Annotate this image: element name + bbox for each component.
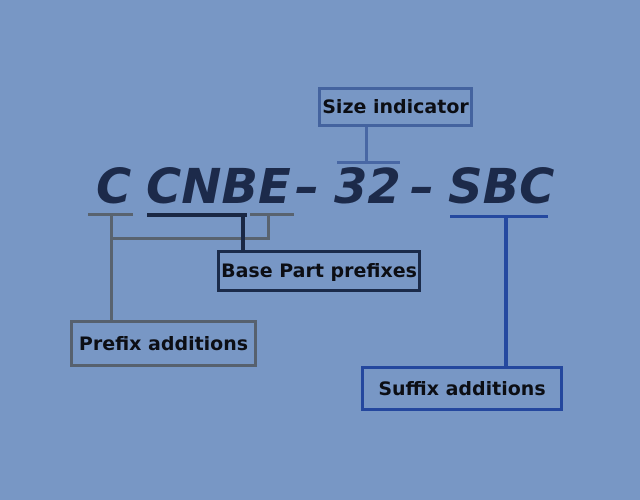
suffix-underline bbox=[450, 215, 548, 218]
base-part-prefixes-label: Base Part prefixes bbox=[221, 260, 417, 282]
base-part-underline bbox=[147, 213, 247, 217]
prefix-vertical-connector bbox=[110, 213, 113, 320]
suffix-additions-label-box: Suffix additions bbox=[361, 366, 563, 411]
prefix-additions-label-box: Prefix additions bbox=[70, 320, 257, 367]
prefix-second-underline bbox=[250, 213, 294, 216]
part-number-separator-2: – bbox=[410, 159, 434, 215]
part-number-size: 32 bbox=[334, 159, 401, 215]
suffix-vertical-connector bbox=[504, 215, 508, 366]
size-vertical-connector bbox=[365, 127, 368, 164]
part-number-base-part: CNBE bbox=[146, 159, 291, 215]
part-number-suffix: SBC bbox=[448, 159, 555, 215]
size-indicator-label-box: Size indicator bbox=[318, 87, 473, 127]
suffix-additions-label: Suffix additions bbox=[378, 377, 546, 400]
part-number-separator-1: – bbox=[295, 159, 319, 215]
size-indicator-label: Size indicator bbox=[322, 96, 469, 118]
prefix-horizontal-joiner bbox=[110, 237, 269, 240]
size-overline bbox=[337, 161, 400, 164]
part-number-prefix-addition: C bbox=[96, 159, 132, 215]
base-part-prefixes-label-box: Base Part prefixes bbox=[217, 250, 421, 292]
base-part-vertical-connector bbox=[241, 213, 245, 250]
prefix-second-vertical bbox=[267, 213, 270, 240]
prefix-additions-label: Prefix additions bbox=[78, 332, 249, 355]
